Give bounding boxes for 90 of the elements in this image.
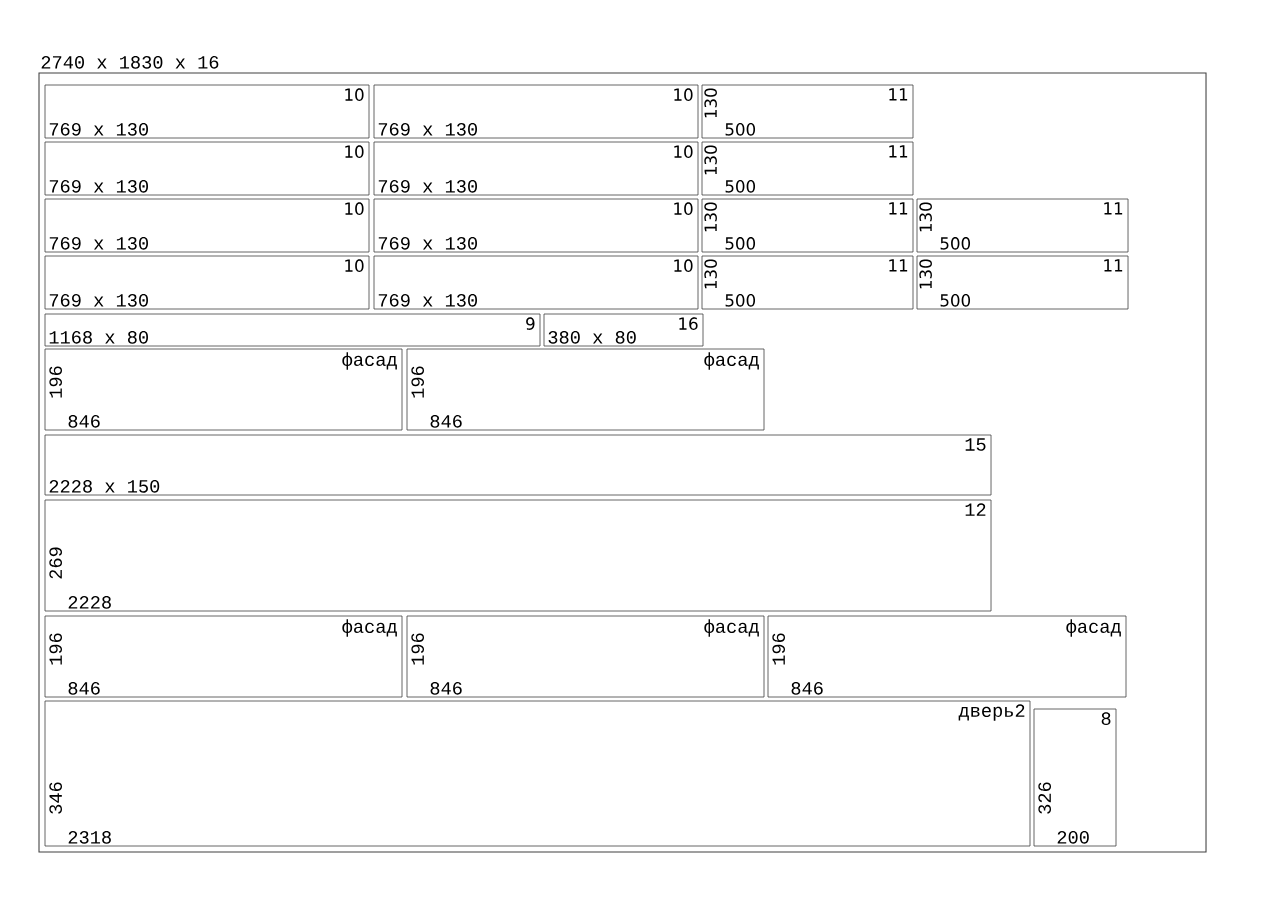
dimension-label: 769 x 130 — [49, 180, 148, 193]
part-label: фасад — [704, 619, 759, 637]
dimension-label: 130 — [704, 88, 717, 118]
dimension-label: 846 — [68, 415, 100, 428]
part-label: 16 — [679, 317, 698, 330]
panel-piece — [44, 84, 370, 139]
dimension-label: 846 — [430, 415, 462, 428]
dimension-label: 196 — [772, 633, 785, 665]
dimension-label: 769 x 130 — [49, 294, 148, 307]
panel-piece — [44, 434, 992, 496]
panel-piece — [373, 198, 699, 253]
panel-piece — [373, 84, 699, 139]
node-label: 2740 x 1830 x 16 — [41, 56, 219, 69]
part-label: фасад — [342, 619, 397, 637]
dimension-label: 769 x 130 — [378, 123, 477, 136]
part-label: 11 — [1104, 202, 1123, 215]
panel-piece — [44, 615, 403, 698]
dimension-label: 196 — [49, 366, 62, 398]
panel-piece — [44, 313, 541, 347]
panel-piece — [373, 141, 699, 196]
panel-piece — [406, 348, 765, 431]
dimension-label: 380 x 80 — [548, 331, 636, 344]
part-label: 8 — [1101, 712, 1111, 725]
part-label: 9 — [526, 317, 535, 330]
panel-piece — [543, 313, 704, 347]
part-label: фасад — [704, 352, 759, 370]
dimension-label: 1168 x 80 — [49, 331, 148, 344]
panel-piece — [701, 141, 914, 196]
part-label: фасад — [342, 352, 397, 370]
panel-piece — [767, 615, 1127, 698]
part-label: фасад — [1066, 619, 1121, 637]
panel-piece — [916, 198, 1129, 253]
dimension-label: 500 — [940, 294, 971, 307]
dimension-label: 769 x 130 — [378, 294, 477, 307]
dimension-label: 769 x 130 — [49, 123, 148, 136]
dimension-label: 500 — [940, 237, 971, 250]
dimension-label: 130 — [919, 259, 932, 289]
panel-piece — [916, 255, 1129, 310]
panel-piece — [373, 255, 699, 310]
dimension-label: 769 x 130 — [378, 237, 477, 250]
part-label: 10 — [345, 145, 364, 158]
dimension-label: 200 — [1057, 831, 1089, 844]
part-label: 10 — [345, 202, 364, 215]
part-label: 10 — [674, 145, 693, 158]
panel-piece — [1033, 708, 1117, 847]
dimension-label: 500 — [725, 123, 756, 136]
dimension-label: 500 — [725, 237, 756, 250]
part-label: 10 — [674, 88, 693, 101]
dimension-label: 769 x 130 — [378, 180, 477, 193]
panel-piece — [701, 198, 914, 253]
panel-piece — [44, 255, 370, 310]
panel-piece — [44, 700, 1031, 847]
dimension-label: 2228 x 150 — [49, 480, 160, 493]
dimension-label: 500 — [725, 294, 756, 307]
part-label: 11 — [1104, 259, 1123, 272]
dimension-label: 2318 — [68, 831, 111, 844]
dimension-label: 846 — [68, 682, 100, 695]
panel-piece — [701, 255, 914, 310]
dimension-label: 196 — [411, 366, 424, 398]
part-label: 11 — [889, 88, 908, 101]
part-label: 10 — [345, 259, 364, 272]
part-label: 11 — [889, 145, 908, 158]
dimension-label: 196 — [49, 633, 62, 665]
dimension-label: 269 — [49, 547, 62, 579]
part-label: 10 — [345, 88, 364, 101]
dimension-label: 2228 — [68, 596, 111, 609]
dimension-label: 500 — [725, 180, 756, 193]
dimension-label: 846 — [430, 682, 462, 695]
panel-piece — [44, 198, 370, 253]
panel-piece — [701, 84, 914, 139]
dimension-label: 846 — [791, 682, 823, 695]
dimension-label: 346 — [49, 782, 62, 814]
dimension-label: 130 — [704, 202, 717, 232]
part-label: 11 — [889, 202, 908, 215]
part-label: дверь2 — [958, 704, 1025, 721]
dimension-label: 769 x 130 — [49, 237, 148, 250]
panel-piece — [44, 348, 403, 431]
part-label: 15 — [965, 438, 986, 451]
panel-piece — [44, 499, 992, 612]
dimension-label: 130 — [704, 145, 717, 175]
dimension-label: 196 — [411, 633, 424, 665]
dimension-label: 130 — [919, 202, 932, 232]
panel-piece — [44, 141, 370, 196]
dimension-label: 130 — [704, 259, 717, 289]
part-label: 11 — [889, 259, 908, 272]
part-label: 12 — [965, 503, 986, 516]
panel-piece — [406, 615, 765, 698]
dimension-label: 326 — [1038, 782, 1051, 814]
part-label: 10 — [674, 259, 693, 272]
part-label: 10 — [674, 202, 693, 215]
